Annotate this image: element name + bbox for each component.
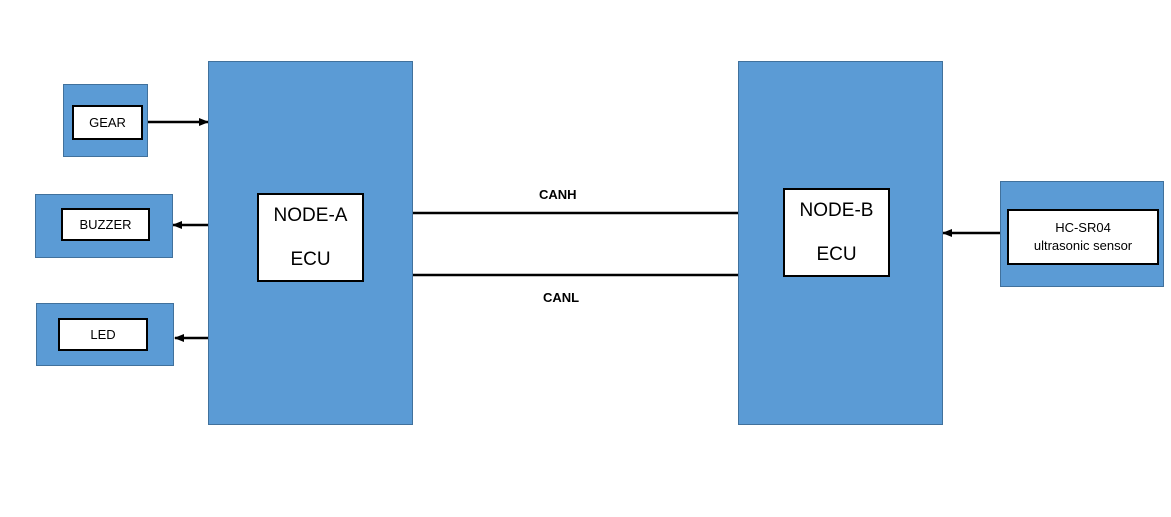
node-b-ecu: NODE-B ECU (783, 188, 890, 277)
node-b-name: NODE-B (799, 200, 874, 221)
buzzer-label: BUZZER (61, 208, 150, 241)
sensor-model: HC-SR04 (1055, 220, 1111, 235)
node-b-type: ECU (816, 244, 857, 265)
node-a-ecu: NODE-A ECU (257, 193, 364, 282)
node-a-name: NODE-A (273, 205, 348, 226)
gear-label: GEAR (72, 105, 143, 140)
canl-label: CANL (543, 290, 580, 305)
canh-label: CANH (539, 187, 577, 202)
sensor-label: HC-SR04 ultrasonic sensor (1007, 209, 1159, 265)
node-a-type: ECU (290, 249, 331, 270)
sensor-description: ultrasonic sensor (1033, 238, 1133, 253)
led-label: LED (58, 318, 148, 351)
